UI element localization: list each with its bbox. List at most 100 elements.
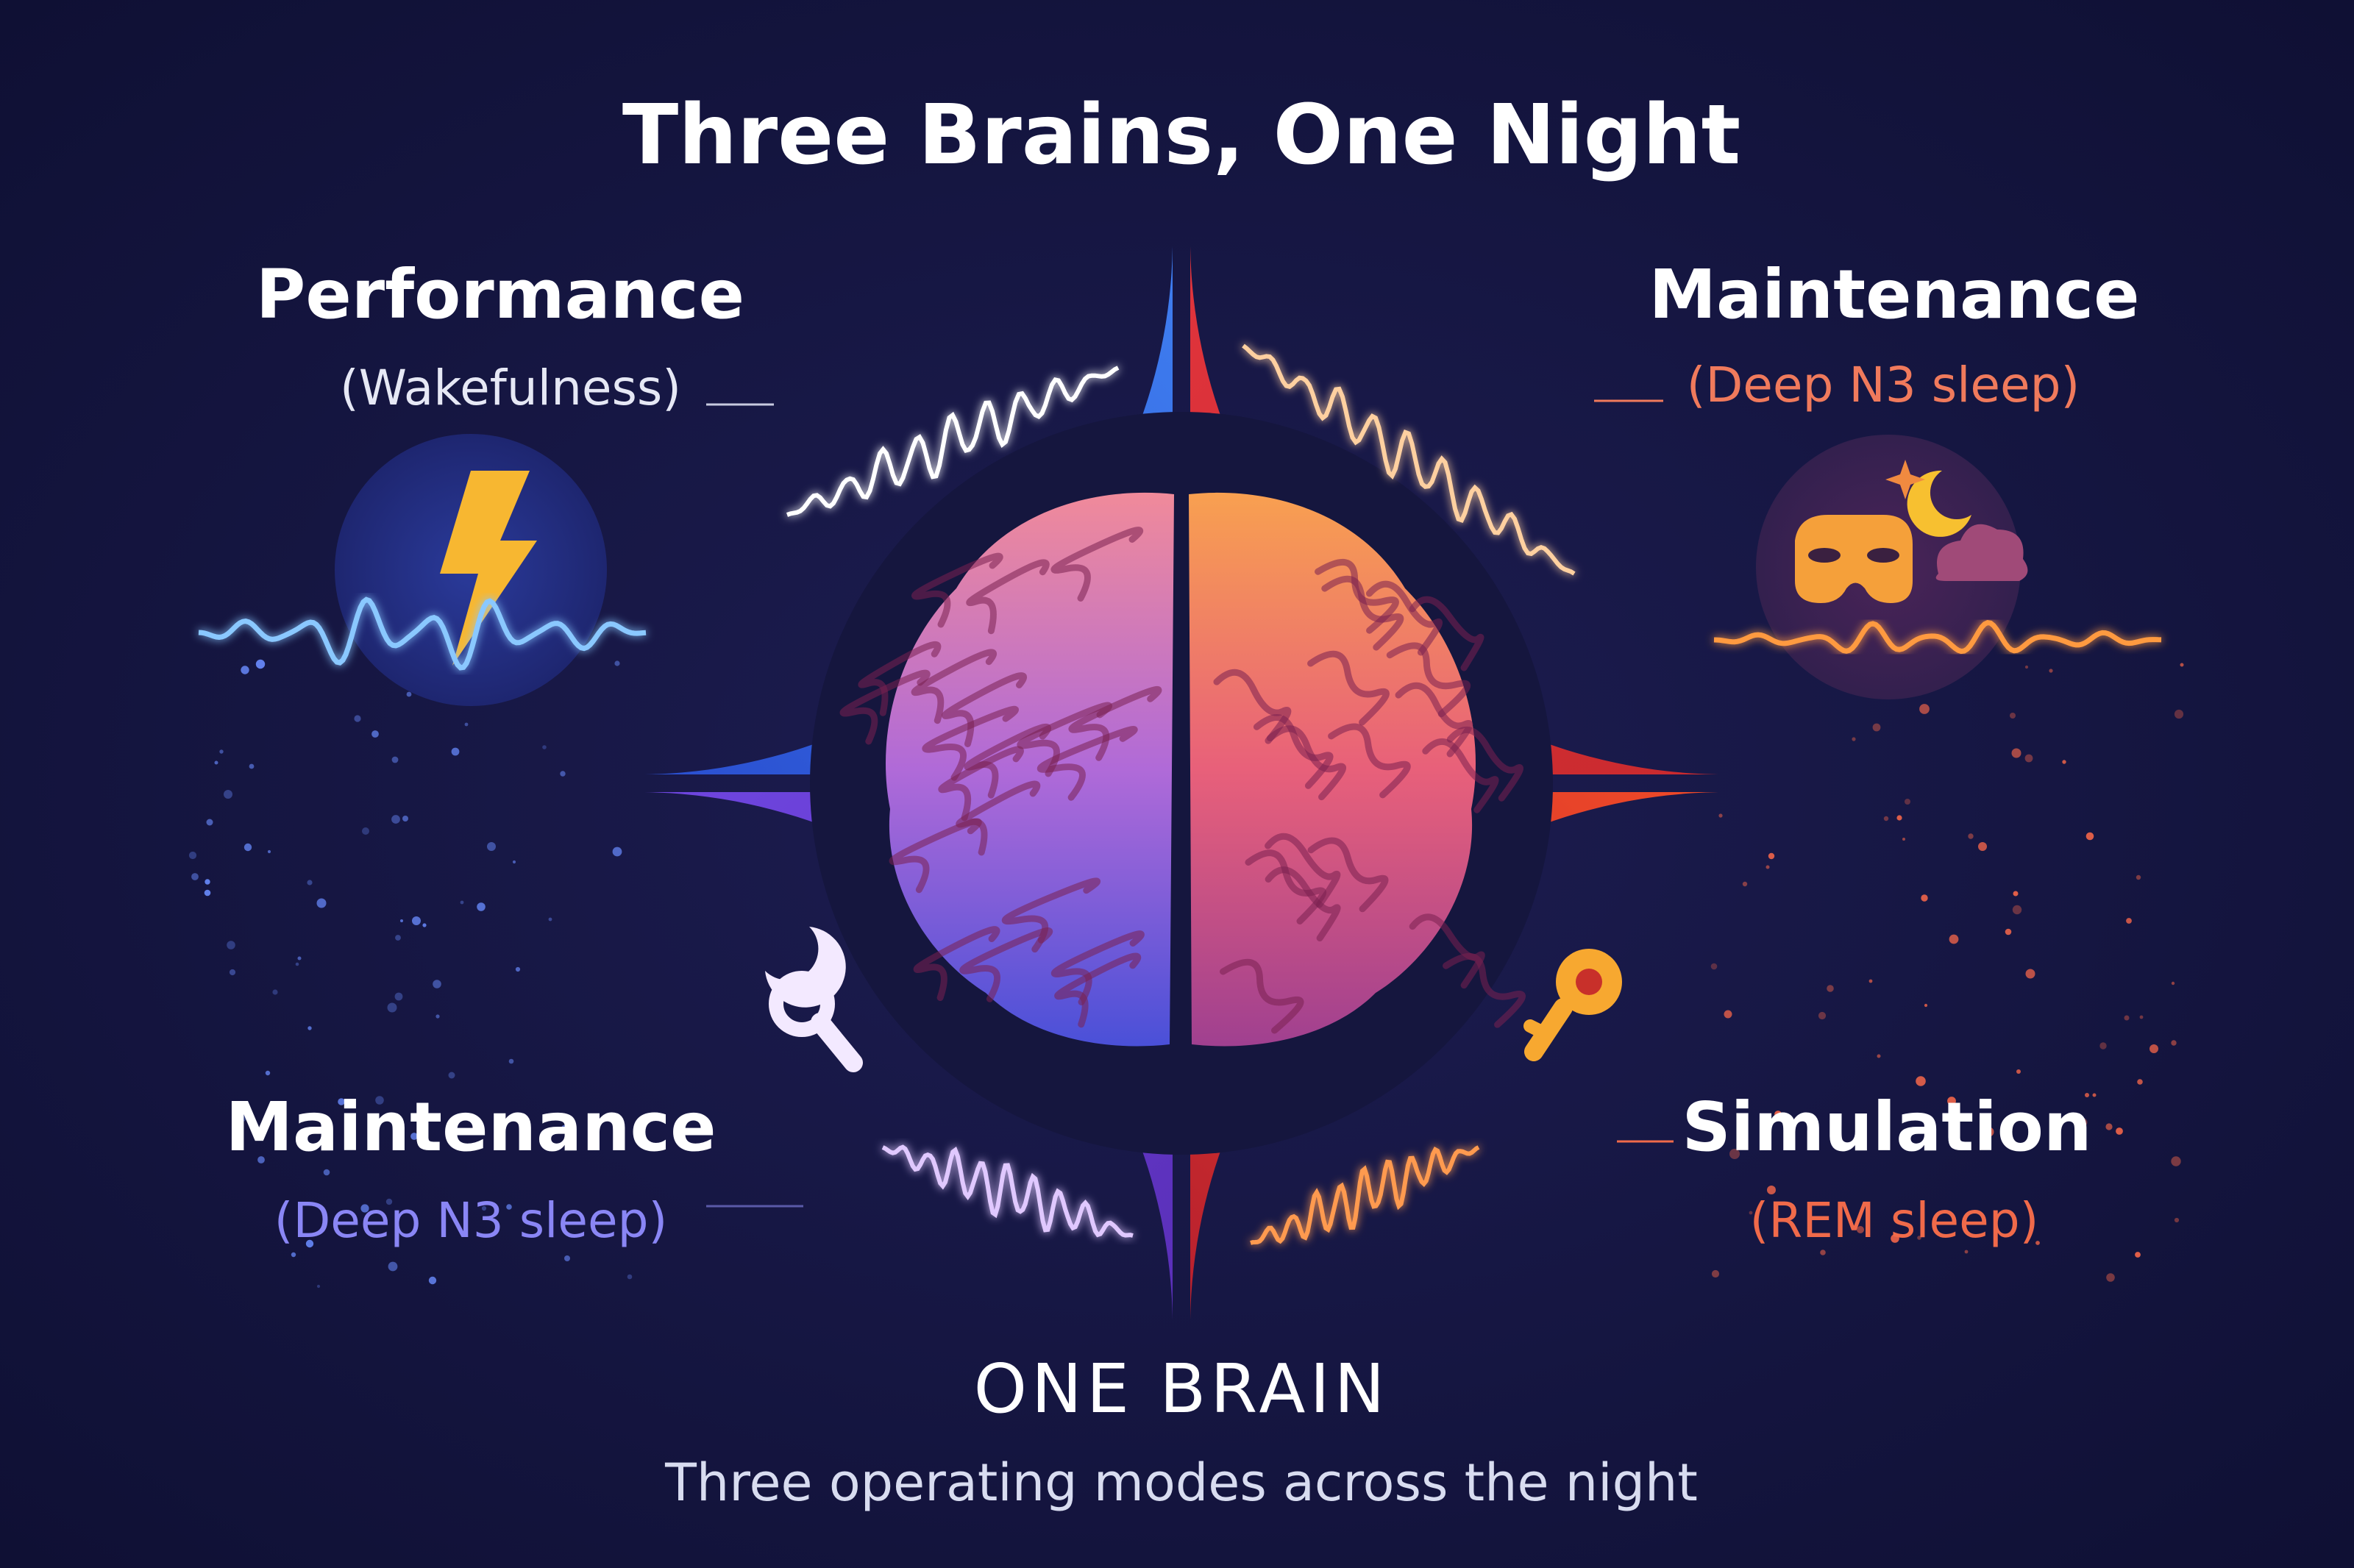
star-particle	[1902, 838, 1905, 841]
star-particle	[297, 956, 302, 961]
star-particle	[1749, 1211, 1753, 1215]
star-particle	[2174, 709, 2184, 719]
star-particle	[362, 827, 369, 835]
star-particle	[394, 992, 403, 1001]
ring-wave-deep-sleep-bottom	[881, 1144, 1134, 1238]
star-particle	[2174, 1217, 2180, 1223]
star-particle	[1891, 1234, 1899, 1243]
star-particle	[2135, 1252, 2141, 1258]
brain-fold	[913, 926, 1000, 1002]
star-particle	[388, 1261, 398, 1272]
star-particle	[406, 691, 412, 697]
label-simulation: Simulation	[1682, 1088, 2092, 1166]
star-particle	[2171, 981, 2175, 986]
star-particle	[2049, 669, 2053, 673]
star-particle	[1968, 833, 1974, 839]
star-particle	[391, 815, 400, 824]
brain-fold	[922, 705, 1019, 781]
star-particle	[1768, 852, 1775, 860]
star-particle	[2024, 665, 2029, 669]
brain-fold	[1050, 527, 1144, 602]
star-particle	[1916, 1076, 1926, 1086]
star-particle	[2139, 1015, 2144, 1019]
star-particle	[1718, 813, 1723, 818]
star-particle	[400, 919, 403, 922]
star-particle	[1742, 881, 1748, 887]
star-particle	[428, 1276, 437, 1285]
star-particle	[2085, 1093, 2089, 1097]
star-particle	[2106, 1273, 2115, 1282]
star-particle	[2016, 1069, 2021, 1074]
star-particle	[464, 722, 469, 727]
star-particle	[2013, 891, 2019, 897]
label-performance: Performance	[256, 255, 744, 334]
star-particle	[295, 962, 299, 966]
ring-wave-deep-sleep	[1242, 343, 1576, 576]
star-particle	[402, 816, 408, 822]
label-deep-n3-sleep-bottom: (Deep N3 sleep)	[274, 1192, 668, 1249]
star-particle	[375, 1096, 384, 1105]
star-particle	[307, 1026, 312, 1030]
brain-fold	[889, 818, 982, 894]
star-particle	[1978, 842, 1987, 851]
star-particle	[1827, 985, 1834, 992]
brain-icon	[839, 492, 1526, 1047]
brain-fold	[1321, 575, 1404, 651]
star-particle	[188, 851, 197, 860]
star-particle	[542, 745, 547, 749]
brain-fold	[938, 746, 1024, 822]
star-particle	[191, 873, 199, 880]
star-particle	[460, 900, 464, 905]
star-particle	[1917, 1236, 1921, 1240]
star-particle	[224, 790, 232, 799]
brain-fold	[1001, 877, 1101, 953]
star-particle	[614, 660, 620, 666]
star-particle	[1852, 737, 1856, 741]
star-particle	[1927, 1121, 1932, 1127]
star-particle	[435, 1014, 440, 1019]
star-particle	[1774, 1111, 1782, 1118]
star-particle	[506, 1204, 512, 1210]
brain-fold	[858, 641, 942, 716]
brain-fold	[1307, 650, 1390, 726]
brain-fold	[1054, 952, 1142, 1028]
star-particle	[267, 849, 271, 854]
deep-sleep-brainwave	[1713, 619, 2162, 655]
brain-fold	[1213, 669, 1292, 744]
label-wakefulness: (Wakefulness)	[340, 360, 681, 416]
star-particle	[487, 842, 496, 851]
brain-fold	[1220, 958, 1304, 1034]
star-particle	[1984, 1127, 1994, 1137]
brain-fold	[1307, 837, 1389, 913]
brain-left-hemisphere	[886, 492, 1174, 1047]
star-particle	[229, 969, 236, 976]
star-particle	[1877, 1054, 1881, 1058]
star-particle	[2005, 928, 2012, 936]
star-particle	[305, 1239, 314, 1248]
star-particle	[214, 760, 218, 765]
brain-fold	[1037, 725, 1138, 801]
star-particle	[1947, 1097, 1956, 1105]
brain-fold	[942, 672, 1027, 747]
star-particle	[1729, 1149, 1740, 1159]
page-title: Three Brains, One Night	[622, 88, 1740, 183]
star-particle	[338, 1098, 345, 1105]
star-particle	[1949, 934, 1959, 944]
star-particle	[508, 1058, 514, 1064]
star-particle	[2025, 969, 2035, 979]
star-particle	[2180, 663, 2184, 667]
star-particle	[548, 917, 552, 922]
brain-fold	[1395, 682, 1473, 758]
sleep-mask-moon-cloud-icon	[1756, 435, 2028, 699]
star-particle	[481, 1205, 487, 1211]
star-particle	[257, 1156, 265, 1163]
brain-fold	[911, 552, 1003, 628]
star-particle	[249, 763, 255, 769]
star-particle	[1857, 1226, 1864, 1233]
star-particle	[451, 747, 460, 756]
star-particle	[2149, 1044, 2158, 1053]
star-particle	[2079, 1118, 2088, 1127]
star-particle	[1868, 979, 1873, 983]
star-particle	[206, 819, 213, 826]
star-particle	[2092, 1093, 2097, 1097]
